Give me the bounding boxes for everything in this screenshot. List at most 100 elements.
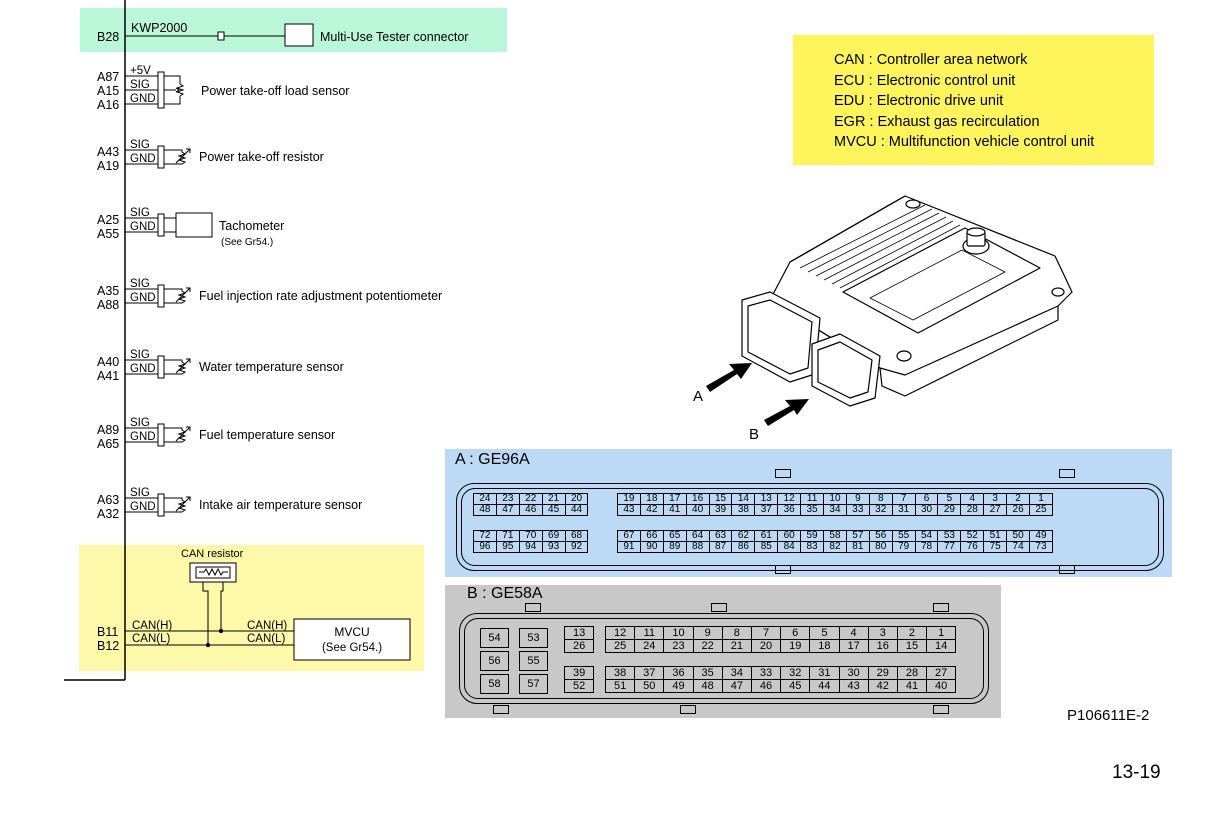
connector-pin: 36 (778, 505, 802, 516)
connector-pin: 24 (474, 494, 497, 505)
connector-pin: 19 (618, 494, 641, 505)
can-resistor-label: CAN resistor (181, 548, 244, 560)
connector-pin: 35 (801, 505, 825, 516)
connector-pin: 52 (565, 680, 595, 693)
connector-pin: 22 (519, 494, 543, 505)
connector-pin: 5 (810, 627, 840, 640)
connector-pin: 35 (693, 667, 723, 680)
connector-pin: 65 (663, 531, 687, 542)
connector-b-pin-54: 54 (480, 628, 509, 648)
connector-pin: 14 (927, 640, 957, 653)
connector-pin: 4 (839, 627, 869, 640)
sensor-tacho-note: (See Gr54.) (221, 237, 273, 248)
connector-pin: 36 (664, 667, 694, 680)
connector-a-inner (461, 488, 1159, 566)
abbreviations-box: CAN : Controller area network ECU : Elec… (793, 35, 1154, 165)
sensor-ptoload-label: Power take-off load sensor (201, 84, 349, 98)
connector-pin: 74 (1007, 542, 1031, 553)
connector-pin: 8 (722, 627, 752, 640)
connector-pin: 10 (824, 494, 847, 505)
mvcu-note: (See Gr54.) (322, 642, 382, 654)
tester-connector-icon (284, 23, 314, 47)
connector-pin: 16 (868, 640, 898, 653)
connector-pin: 33 (751, 667, 782, 680)
connector-pin: 28 (961, 505, 985, 516)
connector-pin: 32 (781, 667, 811, 680)
connector-pin: 57 (846, 531, 870, 542)
sensor-tacho-sig-1: SIG (130, 207, 150, 219)
connector-pin: 7 (892, 494, 916, 505)
connector-pin: 84 (778, 542, 802, 553)
connector-pin: 39 (565, 667, 595, 680)
sensor-tacho-label: Tachometer (219, 219, 284, 233)
connector-pin: 21 (722, 640, 752, 653)
sensor-fuelrate-coupler-icon (157, 284, 165, 308)
can-pin-l: B12 (97, 639, 119, 653)
kwp-pin: B28 (97, 30, 119, 44)
connector-pin: 94 (519, 542, 543, 553)
sensor-watertemp-label: Water temperature sensor (199, 360, 344, 374)
connector-pin: 26 (1007, 505, 1031, 516)
connector-pin: 27 (927, 667, 957, 680)
connector-b-key-icon (933, 705, 949, 714)
sensor-fuelrate-label: Fuel injection rate adjustment potentiom… (199, 289, 442, 303)
connector-pin: 34 (824, 505, 847, 516)
connector-pin: 40 (927, 680, 957, 693)
sensor-watertemp-sig-1: SIG (130, 349, 150, 361)
sensor-watertemp-pin-2: A41 (97, 369, 119, 383)
connector-pin: 45 (781, 680, 811, 693)
connector-pin: 91 (618, 542, 641, 553)
sensor-ptoload: A87 A15 A16 +5V SIG GND Power take-off l… (97, 65, 349, 112)
connector-b-key-icon (680, 705, 696, 714)
connector-pin: 41 (663, 505, 687, 516)
connector-pin: 20 (565, 494, 589, 505)
sensor-ptoload-potentiometer-icon (164, 75, 181, 105)
connector-b-key-icon (711, 603, 727, 612)
abbr-egr: EGR : Exhaust gas recirculation (834, 114, 1040, 130)
connector-pin: 18 (640, 494, 664, 505)
connector-pin: 11 (801, 494, 825, 505)
connector-pin: 50 (635, 680, 665, 693)
sensor-tacho-sig-2: GND (130, 221, 156, 233)
connector-pin: 48 (693, 680, 723, 693)
sensor-watertemp-coupler-icon (157, 355, 165, 379)
connector-pin: 48 (474, 505, 497, 516)
mvcu-sig-l: CAN(L) (247, 633, 286, 645)
connector-pin: 72 (474, 531, 497, 542)
connector-pin: 12 (778, 494, 802, 505)
connector-pin: 79 (892, 542, 916, 553)
connector-pin: 78 (915, 542, 939, 553)
can-section: CAN resistor B11 B12 CAN(H) CAN(L) CAN(H… (97, 548, 411, 661)
sensor-ptores-sig-2: GND (130, 153, 156, 165)
connector-pin: 46 (751, 680, 782, 693)
connector-pin: 5 (938, 494, 962, 505)
connector-pin: 18 (810, 640, 840, 653)
sensor-ptores-pin-1: A43 (97, 145, 119, 159)
connector-pin: 24 (635, 640, 665, 653)
abbr-edu: EDU : Electronic drive unit (834, 93, 1004, 109)
connector-pin: 50 (1007, 531, 1031, 542)
connector-pin: 63 (709, 531, 733, 542)
connector-pin: 26 (565, 640, 595, 653)
connector-pin: 83 (801, 542, 825, 553)
connector-b-pin-55: 55 (519, 651, 548, 671)
connector-pin: 44 (565, 505, 589, 516)
can-resistor-icon (199, 567, 228, 577)
sensor-watertemp-sig-2: GND (130, 363, 156, 375)
connector-pin: 29 (938, 505, 962, 516)
connector-pin: 59 (801, 531, 825, 542)
connector-pin: 12 (606, 627, 636, 640)
connector-pin: 85 (755, 542, 779, 553)
sensor-fueltemp-sig-2: GND (130, 431, 156, 443)
kwp-signal: KWP2000 (131, 21, 187, 35)
connector-pin: 6 (781, 627, 811, 640)
can-sig-h: CAN(H) (132, 620, 172, 632)
connector-pin: 46 (519, 505, 543, 516)
connector-pin: 28 (897, 667, 928, 680)
